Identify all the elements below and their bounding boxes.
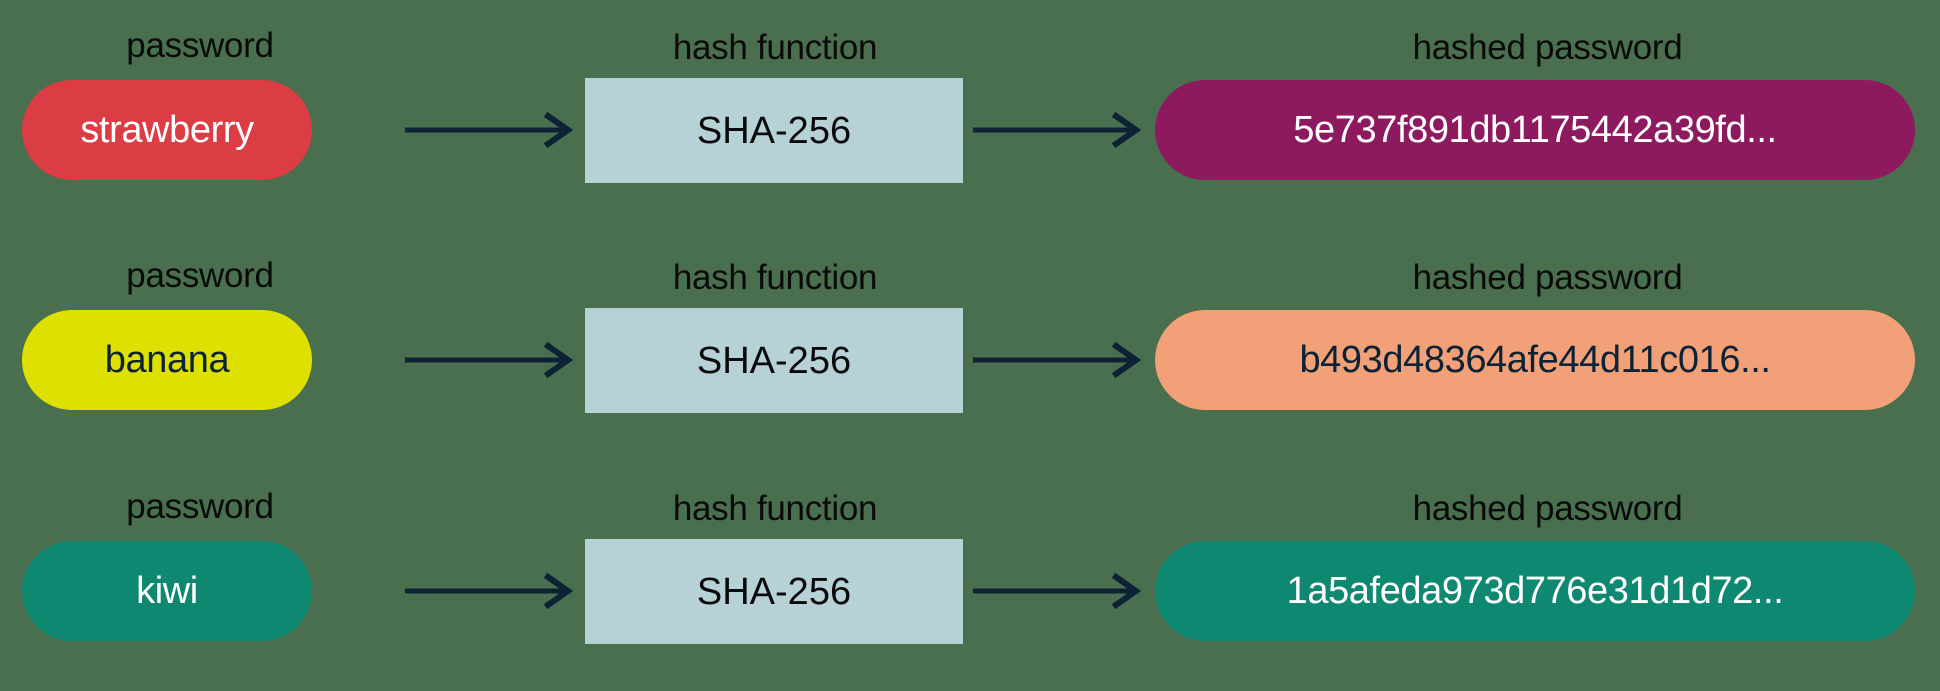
arrow-hashfn-to-hashed [965,571,1155,611]
hash-function-column: hash function SHA-256 [585,461,965,691]
password-pill: banana [22,310,312,410]
password-caption: password [126,256,274,295]
hashed-password-caption: hashed password [1412,489,1683,528]
hashed-password-column: hashed password 1a5afeda973d776e31d1d72.… [1155,461,1940,691]
password-pill: kiwi [22,541,312,641]
hash-function-box: SHA-256 [585,78,963,183]
hashed-password-pill: b493d48364afe44d11c016... [1155,310,1915,410]
arrow-column [965,0,1155,230]
hash-function-caption: hash function [672,28,878,67]
hash-function-caption: hash function [672,258,878,297]
arrow-right-icon [973,341,1142,379]
arrow-right-icon [973,111,1142,149]
password-caption: password [126,26,274,65]
diagram-row: password banana hash function SHA-256 [0,230,1940,460]
arrow-hashfn-to-hashed [965,110,1155,150]
arrow-password-to-hashfn [400,110,585,150]
arrow-column [400,0,585,230]
arrow-right-icon [405,341,574,379]
arrow-column [965,461,1155,691]
arrow-column [400,230,585,460]
arrow-right-icon [405,111,574,149]
arrow-right-icon [973,572,1142,610]
hash-function-column: hash function SHA-256 [585,230,965,460]
diagram-row: password strawberry hash function SHA-25… [0,0,1940,230]
arrow-password-to-hashfn [400,340,585,380]
arrow-right-icon [405,572,574,610]
hashed-password-column: hashed password 5e737f891db1175442a39fd.… [1155,0,1940,230]
hashed-password-caption: hashed password [1412,28,1683,67]
hash-function-box: SHA-256 [585,308,963,413]
arrow-column [400,461,585,691]
hash-function-column: hash function SHA-256 [585,0,965,230]
arrow-password-to-hashfn [400,571,585,611]
arrow-hashfn-to-hashed [965,340,1155,380]
diagram-row: password kiwi hash function SHA-256 [0,461,1940,691]
password-column: password kiwi [0,461,400,691]
hashed-password-caption: hashed password [1412,258,1683,297]
hashed-password-column: hashed password b493d48364afe44d11c016..… [1155,230,1940,460]
hashed-password-pill: 5e737f891db1175442a39fd... [1155,80,1915,180]
arrow-column [965,230,1155,460]
password-pill: strawberry [22,80,312,180]
password-column: password banana [0,230,400,460]
password-column: password strawberry [0,0,400,230]
hash-function-caption: hash function [672,489,878,528]
hash-function-box: SHA-256 [585,539,963,644]
password-caption: password [126,487,274,526]
hashed-password-pill: 1a5afeda973d776e31d1d72... [1155,541,1915,641]
